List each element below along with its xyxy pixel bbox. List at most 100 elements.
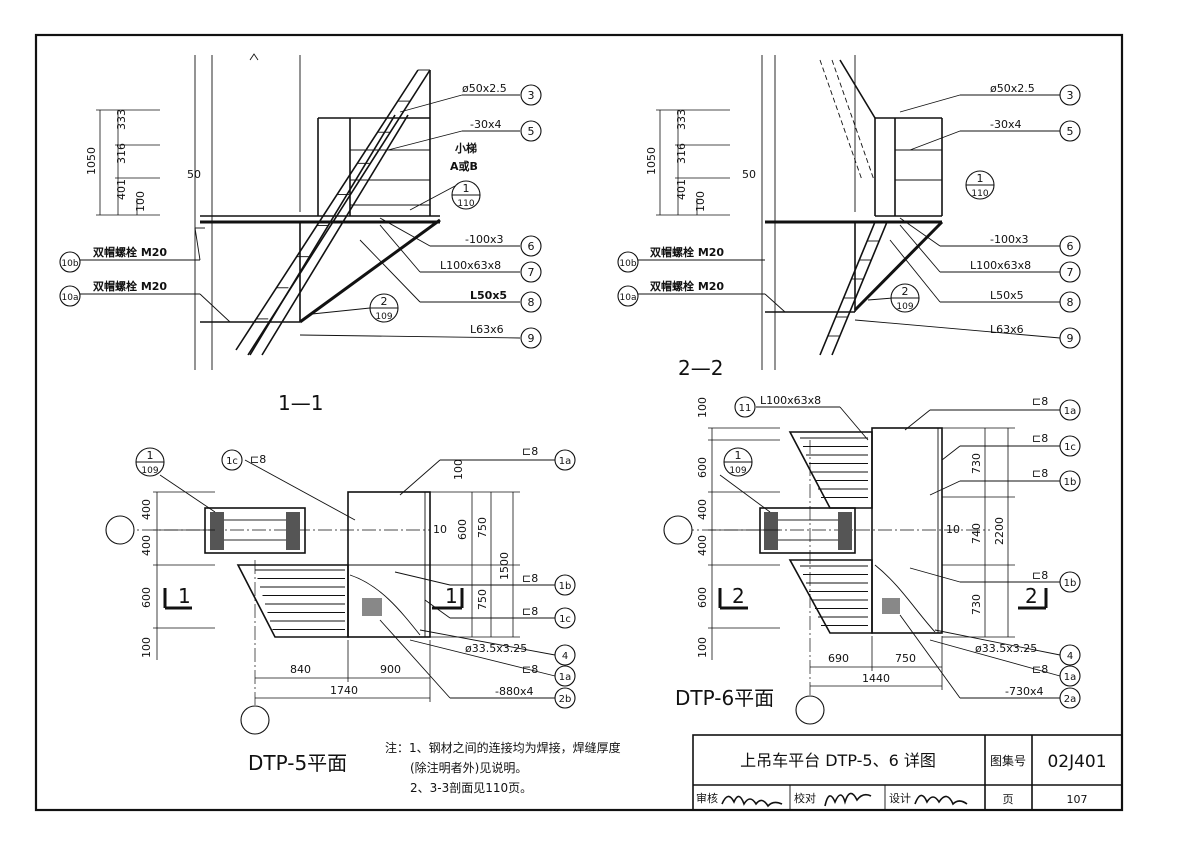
note-line-2: (除注明者外)见说明。 [410,760,527,775]
svg-text:1a: 1a [559,456,572,467]
callout-2b: 2b [554,687,576,709]
label-plate: -730x4 [1005,685,1043,698]
signature-designer [914,794,968,806]
dim-400: 400 [696,535,709,556]
hidden-ladder [831,59,875,181]
axis-bubble [240,705,270,735]
callout-5: 5 [520,120,542,142]
dim-100: 100 [694,191,707,212]
svg-text:2: 2 [1025,584,1038,608]
ladder-rungs [256,69,430,320]
dim-333: 333 [675,109,688,130]
dim-600: 600 [140,587,153,608]
svg-text:7: 7 [528,266,535,279]
dim-400: 400 [140,535,153,556]
title-block: 上吊车平台 DTP-5、6 详图 图集号 02J401 审核 校对 设计 页 1… [692,734,1123,811]
section-title-2-2: 2—2 [678,356,723,380]
sheet-frame [34,33,1124,812]
dim-50: 50 [187,168,201,181]
check-label: 校对 [794,791,816,805]
axis-bubble [105,515,135,545]
callout-11: 11 [734,396,756,418]
dim-740: 740 [970,523,983,544]
callout-1a: 1a [1059,399,1081,421]
detail-ref-1-109: 1 109 [135,447,165,477]
label-ladder-ab: A或B [450,159,478,173]
svg-text:10b: 10b [61,259,78,269]
dim-50: 50 [742,168,756,181]
leaders [159,459,556,699]
svg-text:1a: 1a [1064,406,1077,417]
dim-316: 316 [115,143,128,164]
notes: 注：1、钢材之间的连接均为焊接，焊缝厚度 (除注明者外)见说明。 2、3-3剖面… [385,740,621,795]
svg-text:2a: 2a [1064,694,1077,705]
page-number: 107 [1067,793,1088,806]
leaders [70,94,521,339]
label-pipe: ø50x2.5 [462,82,507,95]
stair-curve [349,574,421,636]
dim-1050: 1050 [645,147,658,175]
stair-stringer [819,221,876,356]
callout-4: 4 [1059,644,1081,666]
svg-text:109: 109 [375,312,392,322]
break-mark [249,53,259,61]
dim-600: 600 [696,457,709,478]
svg-text:9: 9 [1067,332,1074,345]
section-mark-2: 2 2 [718,584,1048,610]
section-2-2: 333 316 401 100 1050 50 ø50x2.5 -30x4 -1… [617,55,1081,380]
dim-1500: 1500 [498,552,511,580]
dim-750: 750 [476,517,489,538]
svg-text:3: 3 [1067,89,1074,102]
callout-5: 5 [1059,120,1081,142]
stair-treads [255,569,345,630]
ladder-rail [839,59,876,119]
dim-100: 100 [134,191,147,212]
callout-6: 6 [520,235,542,257]
stair-stringer [249,114,396,356]
dim-10: 10 [946,523,960,536]
beam-flange [764,512,778,550]
dim-400: 400 [140,499,153,520]
stair-treads [800,437,868,626]
hidden-ladder [819,59,863,181]
svg-text:10b: 10b [619,259,636,269]
callout-10a: 10a [59,285,81,307]
callout-1a: 1a [1059,665,1081,687]
svg-text:1: 1 [463,182,470,195]
signature-reviewer [721,795,783,808]
svg-text:109: 109 [896,302,913,312]
svg-text:5: 5 [1067,125,1074,138]
svg-text:1: 1 [147,449,154,462]
svg-text:1b: 1b [559,581,572,592]
svg-text:2b: 2b [559,694,572,705]
svg-text:1a: 1a [559,672,572,683]
leaders [630,94,1061,339]
callout-2a: 2a [1059,687,1081,709]
stair-curve [874,564,936,633]
dim-900: 900 [380,663,401,676]
dim-401: 401 [675,179,688,200]
callout-1b: 1b [1059,470,1081,492]
svg-text:11: 11 [739,403,752,414]
plan-title-dtp5: DTP-5平面 [248,751,347,775]
callout-1c: 1c [554,607,576,629]
dim-1440: 1440 [862,672,890,685]
label-channel-1a: ⊏8 [1032,395,1048,408]
svg-text:10a: 10a [62,293,79,303]
svg-text:6: 6 [1067,240,1074,253]
axis-bubble [663,515,693,545]
page-label: 页 [1003,793,1014,806]
label-plate: -880x4 [495,685,533,698]
section-mark-1: 1 1 [163,584,464,610]
callout-3: 3 [520,84,542,106]
svg-text:4: 4 [562,651,568,662]
stair-outline-upper [788,431,873,509]
callout-6: 6 [1059,235,1081,257]
label-angle2: L50x5 [990,289,1024,302]
dim-730: 730 [970,594,983,615]
label-angle3: L63x6 [990,323,1024,336]
stair-outline-lower [788,559,873,634]
label-angle2: L50x5 [470,289,507,302]
signature-checker [824,792,872,807]
